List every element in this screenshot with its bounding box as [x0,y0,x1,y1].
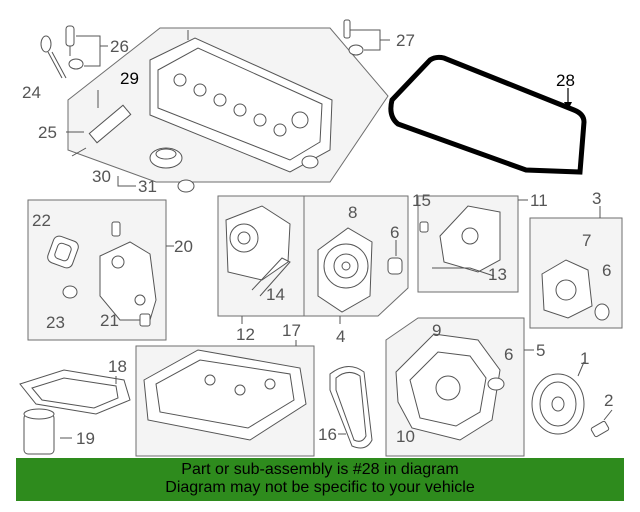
upper-timing-cover [225,205,291,281]
side-cover [541,259,610,321]
banner-line-2: Diagram may not be specific to your vehi… [165,479,475,496]
callout-3: 3 [592,189,601,208]
bolt-27 [343,19,390,56]
callout-4: 4 [336,327,345,346]
info-banner: Part or sub-assembly is #28 in diagram D… [16,458,624,501]
pulley-bolt [590,409,613,438]
oil-pan [143,349,307,441]
oil-pump [99,221,157,321]
callout-10: 10 [396,427,415,446]
oil-pump-gasket-22 [47,235,79,269]
callout-20: 20 [174,237,193,256]
callout-2: 2 [604,391,613,410]
callout-11: 11 [530,191,548,210]
callout-1: 1 [580,349,589,368]
callout-26: 26 [110,37,129,56]
callout-30: 30 [92,167,111,186]
callout-28-highlighted: 28 [556,71,575,90]
timing-belt-guide-14 [251,257,291,297]
oil-strainer-23 [62,285,78,299]
callout-18: 18 [108,357,127,376]
callout-12: 12 [236,325,255,344]
callout-22: 22 [32,211,51,230]
callout-27: 27 [396,31,415,50]
oil-filler-cap [149,147,183,169]
callout-6-lower: 6 [504,345,513,364]
seal-6-upper [387,240,403,275]
callout-25: 25 [38,123,57,142]
callout-23: 23 [46,313,65,332]
valve-cover [149,30,333,173]
banner-line-1: Part or sub-assembly is #28 in diagram [181,461,459,478]
bolt-15 [419,221,429,233]
callout-19: 19 [76,429,95,448]
callout-17: 17 [282,321,301,340]
leader-lines [66,90,601,435]
callout-31: 31 [138,177,157,196]
callout-6-right: 6 [602,261,611,280]
callout-9: 9 [432,321,441,340]
callout-14: 14 [266,285,285,304]
callout-21: 21 [100,311,119,330]
filler-cap-gasket [177,179,195,193]
timing-belt [329,366,373,449]
lower-timing-cover [395,333,505,441]
callout-16: 16 [318,425,337,444]
callout-6-upper: 6 [390,223,399,242]
callout-15: 15 [412,191,431,210]
oil-pump-bolt-21 [139,313,151,327]
valve-cover-gasket-28 [388,54,587,175]
crank-pulley-group [317,227,373,313]
pcv-valve-part [71,104,132,157]
oil-filter [23,408,72,455]
rear-timing-cover [432,205,501,277]
dipstick-tube-parts [65,25,108,70]
callout-5: 5 [536,341,545,360]
callout-13: 13 [488,265,507,284]
dipstick [40,35,67,79]
callout-8: 8 [348,203,357,222]
callout-29: 29 [120,69,139,88]
callout-7: 7 [582,231,591,250]
callout-24: 24 [22,83,41,102]
crankshaft-pulley [531,373,585,435]
baffle-plate [19,369,131,415]
